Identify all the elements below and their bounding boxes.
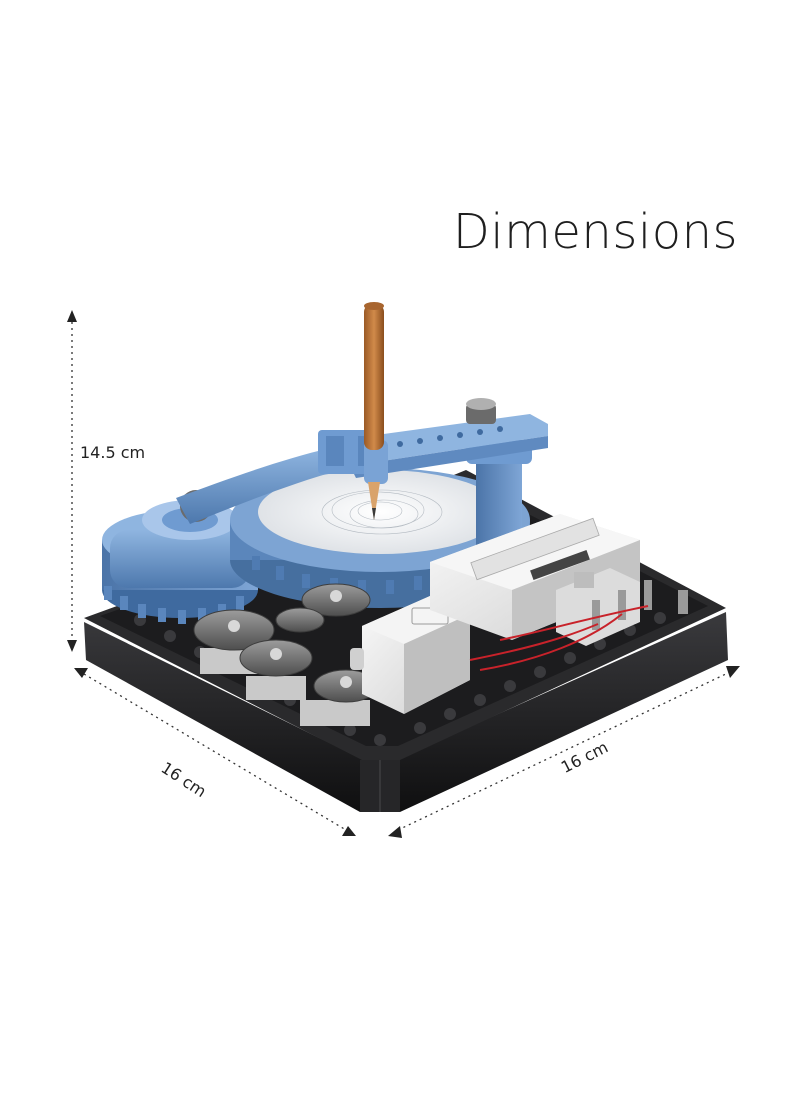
height-dimension-label: 14.5 cm bbox=[80, 443, 146, 462]
page-title: Dimensions bbox=[452, 204, 738, 260]
height-guide-arrow-top bbox=[67, 310, 77, 322]
pencil bbox=[364, 302, 384, 520]
depth-guide-arrow-start bbox=[74, 668, 88, 678]
dimension-guides bbox=[67, 310, 740, 838]
height-guide-arrow-bottom bbox=[67, 640, 77, 652]
blue-pen-arm bbox=[176, 398, 548, 560]
depth-guide-arrow-end bbox=[342, 826, 356, 836]
width-guide-arrow-end bbox=[726, 666, 740, 678]
switch-and-wires bbox=[469, 568, 688, 671]
width-guide-arrow-start bbox=[388, 826, 402, 838]
width-guide-line bbox=[397, 671, 731, 831]
